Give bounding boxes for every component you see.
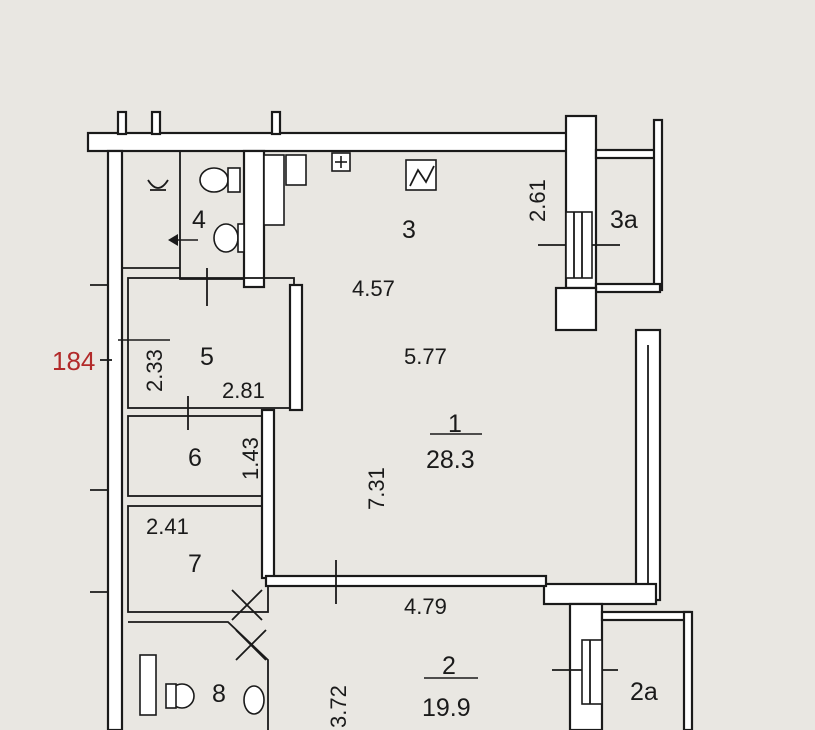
room-2-label: 2 [442,652,456,680]
walls [86,110,694,730]
shower-icon [285,154,307,186]
dim-room2-length: 3.72 [326,685,351,728]
room-7-label: 7 [188,550,202,578]
dim-room6-height: 1.43 [238,437,263,480]
room-3-label: 3 [402,216,416,244]
sink-icon [139,654,157,716]
dim-room5-height: 2.33 [142,349,167,392]
steps [565,211,603,705]
dim-room1-width: 5.77 [404,344,447,369]
wall-stub [150,110,162,136]
steps-2a [581,639,603,705]
dimension-ticks [118,339,482,679]
dim-room2-width: 4.79 [404,594,447,619]
top-wall [86,131,595,153]
dim-room7-width: 2.41 [146,514,189,539]
dim-room3a-depth: 2.61 [525,179,550,222]
dim-room1-length: 7.31 [364,467,389,510]
balcony-3a-top-wall [594,148,662,160]
toilet-icon [199,167,241,193]
wall-room1-room2 [264,574,548,588]
washbasin-icon [213,223,245,253]
toilet-icon [165,683,195,709]
bathtub-icon [263,154,285,226]
room-2a-label: 2a [630,678,658,706]
washbasin-icon [243,685,265,715]
balcony-2a-top-wall [600,610,692,622]
dim-room5-width: 2.81 [222,378,265,403]
left-exterior-wall [106,149,124,730]
room-8-label: 8 [212,680,226,708]
ventilation-icon [405,159,437,191]
room-3a-label: 3a [610,206,638,234]
balcony-3a-bottom-wall [594,282,662,294]
door-room8 [235,629,267,661]
partition-wall [260,408,276,580]
partition-wall [288,283,304,412]
dim-room3-width: 4.57 [352,276,395,301]
fixtures [139,152,437,716]
room-1-area: 28.3 [426,446,475,474]
door-room7 [231,589,263,621]
arrow-icon [168,234,198,246]
apartment-number: 184 [52,346,95,376]
electrical-panel-icon [331,152,351,172]
bath-wall [242,149,266,289]
room-1-label: 1 [448,410,462,438]
balcony-3a-right-wall [652,118,664,292]
room-6-label: 6 [188,444,202,472]
sink-icon [147,179,169,191]
room-4-label: 4 [192,206,206,234]
partitions [122,149,548,730]
room-2-area: 19.9 [422,694,471,722]
wall-stub [116,110,128,136]
pier [554,286,598,332]
steps-3a [565,211,593,279]
lower-right-wall [542,582,658,606]
labels: 184 3 3a 4 5 6 7 8 1 28.3 2 19.9 2a 4.57… [52,179,658,728]
balcony-2a-right-wall [682,610,694,730]
wall-stub [270,110,282,136]
room-5-label: 5 [200,343,214,371]
